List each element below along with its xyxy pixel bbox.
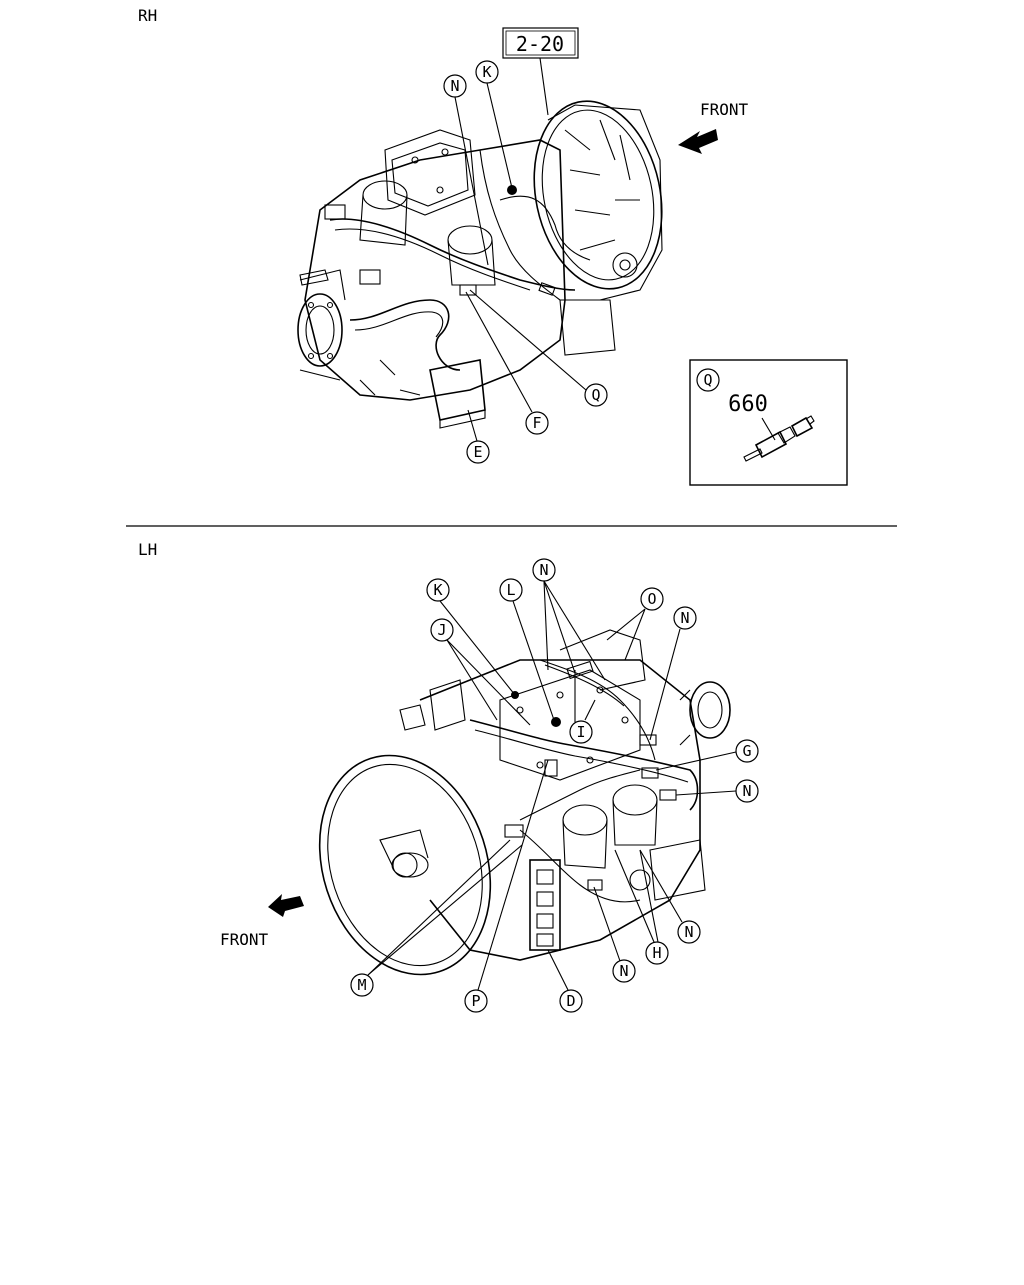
svg-text:P: P — [471, 992, 480, 1010]
svg-text:N: N — [684, 923, 693, 941]
callout-l[interactable]: L — [499, 578, 555, 721]
svg-text:L: L — [506, 581, 515, 599]
callout-n-top[interactable]: N — [532, 558, 606, 681]
callout-f[interactable]: F — [465, 291, 549, 435]
svg-text:F: F — [532, 414, 541, 432]
connector-part-drawing — [743, 415, 815, 462]
callout-g[interactable]: G — [655, 739, 759, 771]
svg-text:N: N — [680, 609, 689, 627]
callout-k[interactable]: K — [475, 60, 513, 189]
callout-n-right-upper[interactable]: N — [649, 606, 697, 741]
callout-p[interactable]: P — [464, 759, 549, 1013]
svg-text:Q: Q — [703, 371, 712, 389]
svg-text:N: N — [619, 962, 628, 980]
lh-view: LH FRONT — [138, 540, 759, 1013]
callout-i[interactable]: I — [569, 670, 596, 744]
callout-n-right-middle[interactable]: N — [675, 779, 759, 803]
callout-d[interactable]: D — [547, 949, 583, 1013]
svg-text:D: D — [566, 992, 575, 1010]
svg-text:Q: Q — [591, 386, 600, 404]
front-arrow-icon — [268, 894, 304, 917]
callout-j[interactable]: J — [430, 618, 531, 726]
front-arrow-icon — [678, 129, 718, 154]
lh-view-label: LH — [138, 540, 157, 559]
callout-o[interactable]: O — [606, 587, 664, 661]
inset-detail-q: Q 660 — [689, 359, 848, 486]
transmission-lh-drawing — [318, 629, 731, 976]
svg-text:G: G — [742, 742, 751, 760]
callout-q[interactable]: Q — [469, 289, 608, 407]
callout-n[interactable]: N — [443, 74, 489, 266]
callout-e[interactable]: E — [466, 409, 490, 464]
svg-text:N: N — [450, 77, 459, 95]
callout-n-right-lower[interactable]: N — [639, 849, 701, 944]
lh-front-label: FRONT — [220, 930, 269, 949]
inset-callout-q[interactable]: Q — [696, 368, 720, 392]
callout-m[interactable]: M — [350, 839, 523, 997]
svg-text:N: N — [742, 782, 751, 800]
inset-part-number: 660 — [728, 392, 768, 417]
svg-text:N: N — [539, 561, 548, 579]
svg-text:I: I — [576, 723, 585, 741]
reference-box-text: 2-20 — [516, 32, 564, 56]
reference-box[interactable]: 2-20 — [502, 27, 579, 59]
callout-n-bottom[interactable]: N — [593, 886, 636, 983]
rh-front-label: FRONT — [700, 100, 749, 119]
transmission-rh-drawing — [297, 100, 663, 429]
svg-text:K: K — [433, 581, 442, 599]
svg-text:M: M — [357, 976, 366, 994]
svg-text:H: H — [652, 944, 661, 962]
rh-view-label: RH — [138, 6, 157, 25]
svg-text:O: O — [647, 590, 656, 608]
svg-text:K: K — [482, 63, 491, 81]
rh-view: RH 2-20 FRONT — [138, 6, 749, 464]
svg-text:J: J — [437, 621, 446, 639]
callout-k[interactable]: K — [426, 578, 516, 696]
svg-text:E: E — [473, 443, 482, 461]
callout-h[interactable]: H — [614, 849, 669, 965]
